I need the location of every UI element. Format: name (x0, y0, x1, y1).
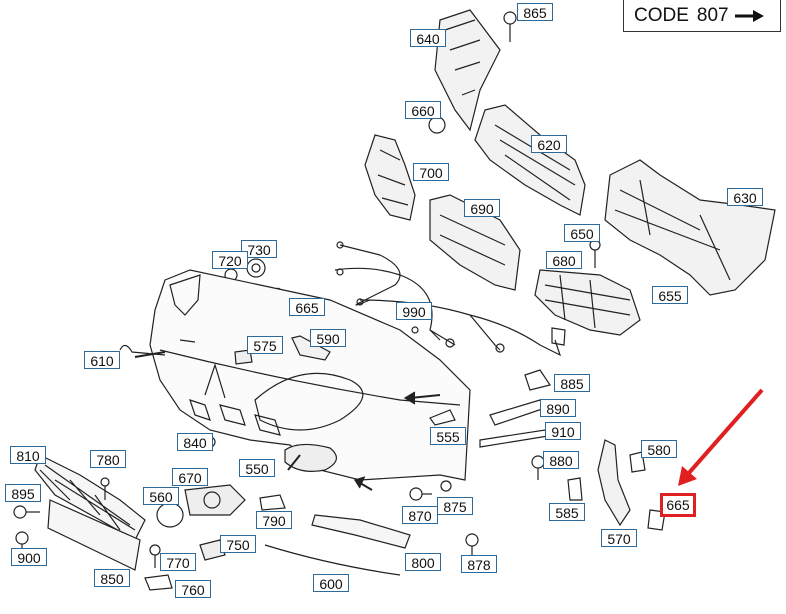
part-label-680[interactable]: 680 (546, 251, 582, 269)
part-label-555[interactable]: 555 (430, 427, 466, 445)
part-label-810[interactable]: 810 (10, 446, 46, 464)
part-label-610[interactable]: 610 (84, 351, 120, 369)
part-label-750[interactable]: 750 (220, 535, 256, 553)
part-label-870[interactable]: 870 (402, 506, 438, 524)
part-label-600[interactable]: 600 (313, 574, 349, 592)
part-label-700[interactable]: 700 (413, 163, 449, 181)
part-label-850[interactable]: 850 (94, 569, 130, 587)
part-label-840[interactable]: 840 (177, 433, 213, 451)
part-label-880[interactable]: 880 (543, 451, 579, 469)
part-label-665[interactable]: 665 (289, 298, 325, 316)
part-label-665-highlighted[interactable]: 665 (660, 493, 696, 517)
part-label-660[interactable]: 660 (405, 101, 441, 119)
code-box: CODE 807 (623, 0, 781, 32)
part-label-878[interactable]: 878 (461, 555, 497, 573)
part-label-730[interactable]: 730 (241, 240, 277, 258)
part-label-630[interactable]: 630 (727, 188, 763, 206)
part-label-875[interactable]: 875 (437, 497, 473, 515)
part-label-640[interactable]: 640 (410, 29, 446, 47)
part-label-590[interactable]: 590 (310, 329, 346, 347)
part-label-650[interactable]: 650 (564, 224, 600, 242)
part-label-720[interactable]: 720 (212, 251, 248, 269)
part-label-560[interactable]: 560 (143, 487, 179, 505)
part-label-760[interactable]: 760 (175, 580, 211, 598)
part-label-885[interactable]: 885 (554, 374, 590, 392)
part-label-790[interactable]: 790 (256, 511, 292, 529)
part-label-900[interactable]: 900 (11, 548, 47, 566)
part-label-585[interactable]: 585 (549, 503, 585, 521)
part-label-910[interactable]: 910 (545, 422, 581, 440)
part-label-865[interactable]: 865 (517, 3, 553, 21)
code-prefix: CODE (634, 4, 689, 26)
part-label-895[interactable]: 895 (5, 484, 41, 502)
part-label-575[interactable]: 575 (247, 336, 283, 354)
arrow-right-icon (734, 9, 764, 22)
part-label-770[interactable]: 770 (160, 553, 196, 571)
part-label-580[interactable]: 580 (641, 440, 677, 458)
part-label-620[interactable]: 620 (531, 135, 567, 153)
part-label-890[interactable]: 890 (540, 399, 576, 417)
code-number: 807 (696, 4, 729, 26)
part-label-655[interactable]: 655 (652, 286, 688, 304)
part-label-690[interactable]: 690 (464, 199, 500, 217)
part-label-670[interactable]: 670 (172, 468, 208, 486)
part-label-570[interactable]: 570 (601, 529, 637, 547)
part-label-780[interactable]: 780 (90, 450, 126, 468)
part-label-800[interactable]: 800 (405, 553, 441, 571)
part-label-550[interactable]: 550 (239, 459, 275, 477)
part-label-990[interactable]: 990 (396, 302, 432, 320)
